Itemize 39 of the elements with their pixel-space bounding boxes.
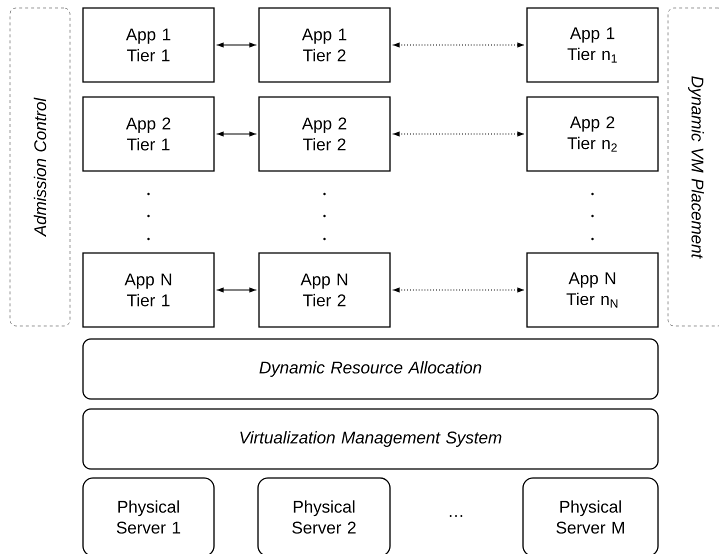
server-box [82,477,215,554]
tier-box [82,252,215,328]
box-label: App 1 Tier n$_{1}$ [568,27,617,63]
dashed-panel [668,8,719,326]
box-label: App 2 Tier n$_{2}$ [568,116,617,152]
box-label: Dynamic VM Placement [688,76,704,259]
box-label: App 1 Tier 1 [126,28,170,62]
box-label: App 2 Tier 2 [302,118,346,150]
arrow [392,42,525,48]
box-label: App 1 Tier 2 [302,28,346,62]
box-label: Physical Server 2 [292,500,356,534]
tier-box [82,7,215,83]
layer-box [82,338,659,400]
box-label: App 2 Tier 1 [126,118,170,150]
box-label: Physical Server M [556,500,624,534]
box-label: Admission Control [34,97,46,237]
arrow [392,287,525,293]
tier-box [258,252,391,328]
tier-box [526,252,659,328]
tier-box [526,7,659,83]
layer-box [82,408,659,470]
box-label: App N Tier n$_{N}$ [566,272,618,308]
ellipsis-label: … [450,515,462,517]
arrow [216,42,257,48]
tier-box [526,96,659,172]
arrow [392,131,525,137]
box-label: Physical Server 1 [116,500,180,534]
box-label: Virtualization Management System [240,431,502,447]
tier-box [258,96,391,172]
arrow [216,287,257,293]
tier-box [258,7,391,83]
server-box [522,477,659,554]
server-box [257,477,391,554]
dashed-panel [10,8,70,326]
tier-box [82,96,215,172]
box-label: App N Tier 1 [124,274,172,306]
box-label: Dynamic Resource Allocation [259,361,482,377]
arrow [216,131,257,137]
box-label: App N Tier 2 [300,274,348,306]
